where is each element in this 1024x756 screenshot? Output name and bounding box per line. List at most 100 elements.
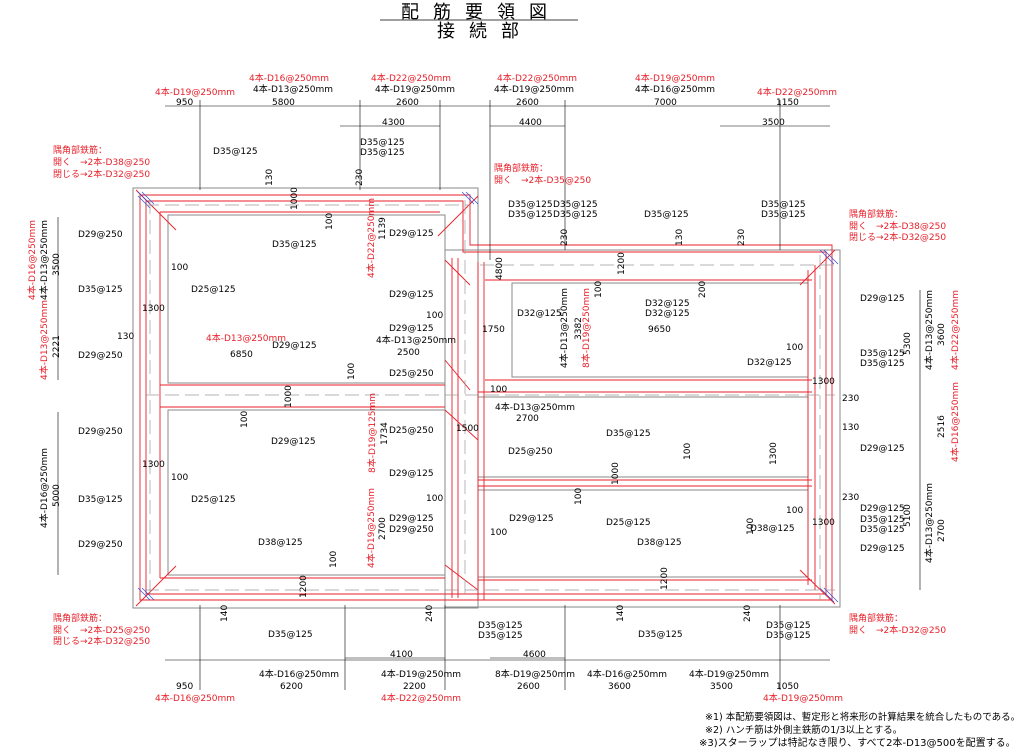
corner-br-a: 開く →2本-D32@250: [849, 626, 947, 636]
label-red-d13: 4本-D13@250mm: [206, 334, 287, 344]
label-140-v: 140: [616, 604, 626, 622]
label-d29-125: D29@125: [389, 229, 434, 239]
label-d35-125: D35@125: [638, 630, 683, 640]
label-100: 100: [786, 506, 804, 516]
bottom-4100: 4100: [390, 650, 413, 660]
label-d35-125: D35@125: [213, 147, 258, 157]
top-rebar-2: 4本-D16@250mm: [249, 74, 330, 84]
label-d29-125: D29@125: [860, 544, 905, 554]
label-d29-250: D29@250: [389, 525, 434, 535]
bottom-b3: 8本-D19@250mm: [495, 670, 576, 680]
label-1500: 1500: [456, 424, 479, 434]
bottom-b2: 4本-D19@250mm: [381, 670, 462, 680]
left-3500: 3500: [52, 253, 62, 276]
top-dim-4300: 4300: [382, 118, 405, 128]
label-2500: 2500: [397, 348, 420, 358]
label-d35-125: D35@125: [508, 200, 553, 210]
label-230-v: 230: [737, 228, 747, 246]
label-4800-v: 4800: [495, 257, 505, 280]
top-rebar-4b: 4本-D19@250mm: [494, 85, 575, 95]
top-dim-3500: 3500: [762, 118, 785, 128]
left-box-outer: [132, 187, 479, 609]
corner-tl-b: 閉じる→2本-D32@250: [53, 170, 151, 180]
label-1734-v: 1734: [380, 422, 390, 445]
label-d25-250: D25@250: [389, 426, 434, 436]
label-d25-125: D25@125: [191, 285, 236, 295]
label-100-v: 100: [329, 550, 339, 568]
label-d29-125: D29@125: [389, 290, 434, 300]
bottom-2200: 2200: [403, 682, 426, 692]
right-black-d13b: 4本-D13@250mm: [925, 482, 935, 563]
label-d35-125: D35@125: [860, 359, 905, 369]
label-1000-v: 1000: [284, 385, 294, 408]
top-dim-1150: 1150: [776, 98, 799, 108]
bottom-950: 950: [176, 682, 194, 692]
label-100-v: 100: [574, 487, 584, 505]
label-d35-125: D35@125: [860, 349, 905, 359]
label-100: 100: [490, 385, 508, 395]
label-100-v: 100: [683, 442, 693, 460]
bottom-4600: 4600: [523, 650, 546, 660]
right-black-d13: 4本-D13@250mm: [925, 289, 935, 370]
label-230: 230: [842, 394, 860, 404]
inner-black-d13: 4本-D13@250mm: [560, 287, 570, 368]
label-d35-125: D35@125: [860, 515, 905, 525]
label-d35-125: D35@125: [478, 621, 523, 631]
label-1000-v: 1000: [290, 187, 300, 210]
label-d35-125: D35@125: [360, 148, 405, 158]
label-200-v: 200: [698, 280, 708, 298]
label-100-v: 100: [240, 410, 250, 428]
top-dim-950: 950: [176, 98, 194, 108]
label-100-v: 100: [347, 362, 357, 380]
label-230-v: 230: [560, 228, 570, 246]
top-dim-7000: 7000: [654, 98, 677, 108]
label-d38-125: D38@125: [637, 538, 682, 548]
label-240-v: 240: [425, 604, 435, 622]
label-d29-250: D29@250: [78, 230, 123, 240]
top-rebar-5: 4本-D19@250mm: [635, 74, 716, 84]
label-1139-v: 1139: [378, 217, 388, 240]
label-1000-v: 1000: [611, 462, 621, 485]
label-100: 100: [426, 494, 444, 504]
top-rebar-3b: 4本-D19@250mm: [375, 85, 456, 95]
label-1200-v: 1200: [299, 575, 309, 598]
label-1300: 1300: [142, 304, 165, 314]
label-2700: 2700: [516, 414, 539, 424]
label-d35-125: D35@125: [644, 210, 689, 220]
right-3600: 3600: [937, 323, 947, 346]
label-100-v: 100: [325, 212, 335, 230]
label-130-v: 130: [265, 168, 275, 186]
corner-tm-head: 隅角部鉄筋：: [494, 164, 549, 174]
label-d35-125: D35@125: [478, 631, 523, 641]
label-9650: 9650: [648, 325, 671, 335]
inner-red-d22: 4本-D22@250mm: [367, 197, 377, 278]
left-red-d13: 4本-D13@250mm: [40, 299, 50, 380]
label-d25-250: D25@250: [508, 447, 553, 457]
bottom-1050: 1050: [776, 682, 799, 692]
label-130-v: 130: [675, 228, 685, 246]
label-d25-250: D25@250: [389, 369, 434, 379]
label-100-v: 100: [746, 517, 756, 535]
label-130: 130: [117, 332, 135, 342]
label-d35-125: D35@125: [553, 200, 598, 210]
label-d35-125: D35@125: [508, 210, 553, 220]
top-rebar-6: 4本-D22@250mm: [757, 88, 838, 98]
bottom-b5: 4本-D19@250mm: [689, 670, 770, 680]
label-d32-125: D32@125: [747, 358, 792, 368]
label-d25-125: D25@125: [606, 518, 651, 528]
label-d29-250: D29@250: [78, 351, 123, 361]
corner-tl-a: 開く →2本-D38@250: [53, 158, 151, 168]
label-d35-125: D35@125: [78, 495, 123, 505]
label-d35-125: D35@125: [268, 630, 313, 640]
top-rebar-5b: 4本-D16@250mm: [635, 85, 716, 95]
bottom-2600: 2600: [517, 682, 540, 692]
title-line2: 接続部: [437, 21, 533, 42]
label-240-v: 240: [743, 604, 753, 622]
label-d25-125: D25@125: [191, 495, 236, 505]
bottom-red-d19: 4本-D19@250mm: [763, 694, 844, 704]
top-dim-2600b: 2600: [516, 98, 539, 108]
corner-tm-a: 開く →2本-D35@250: [494, 176, 592, 186]
label-1300: 1300: [142, 460, 165, 470]
